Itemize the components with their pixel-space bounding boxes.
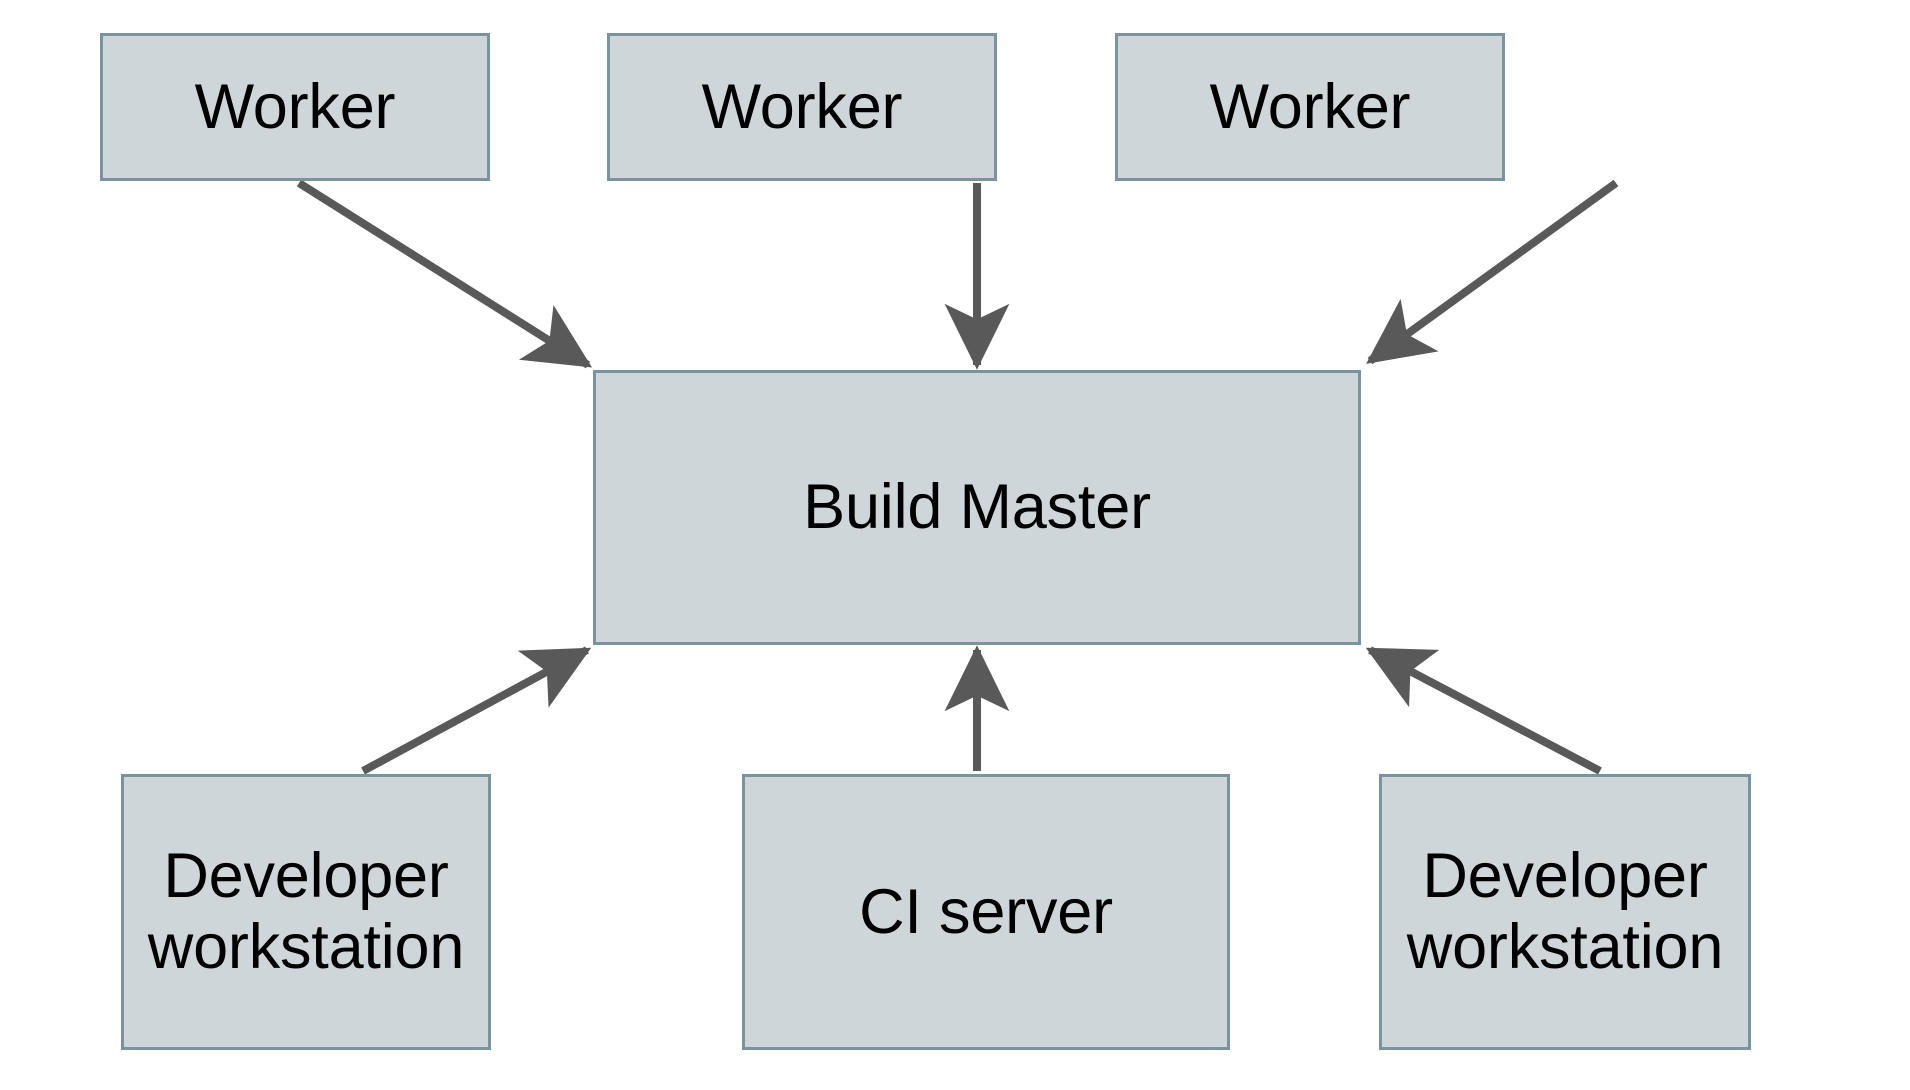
node-worker-3-label: Worker bbox=[1209, 71, 1411, 142]
node-developer-workstation-left-label: Developer workstation bbox=[147, 841, 465, 982]
node-worker-1-label: Worker bbox=[194, 71, 396, 142]
node-build-master[interactable]: Build Master bbox=[593, 370, 1361, 645]
edge-worker-1-to-master bbox=[296, 179, 593, 369]
node-worker-2[interactable]: Worker bbox=[607, 33, 997, 181]
node-ci-server-label: CI server bbox=[859, 876, 1113, 947]
node-ci-server[interactable]: CI server bbox=[742, 774, 1230, 1050]
edge-devws-1-to-master bbox=[361, 646, 592, 775]
node-worker-1[interactable]: Worker bbox=[100, 33, 490, 181]
node-developer-workstation-left[interactable]: Developer workstation bbox=[121, 774, 491, 1050]
node-developer-workstation-right[interactable]: Developer workstation bbox=[1379, 774, 1751, 1050]
node-build-master-label: Build Master bbox=[803, 472, 1151, 543]
edge-devws-2-to-master bbox=[1365, 646, 1602, 775]
node-developer-workstation-right-label: Developer workstation bbox=[1406, 841, 1724, 982]
node-worker-3[interactable]: Worker bbox=[1115, 33, 1505, 181]
node-worker-2-label: Worker bbox=[701, 71, 903, 142]
edge-worker-3-to-master bbox=[1366, 179, 1619, 365]
